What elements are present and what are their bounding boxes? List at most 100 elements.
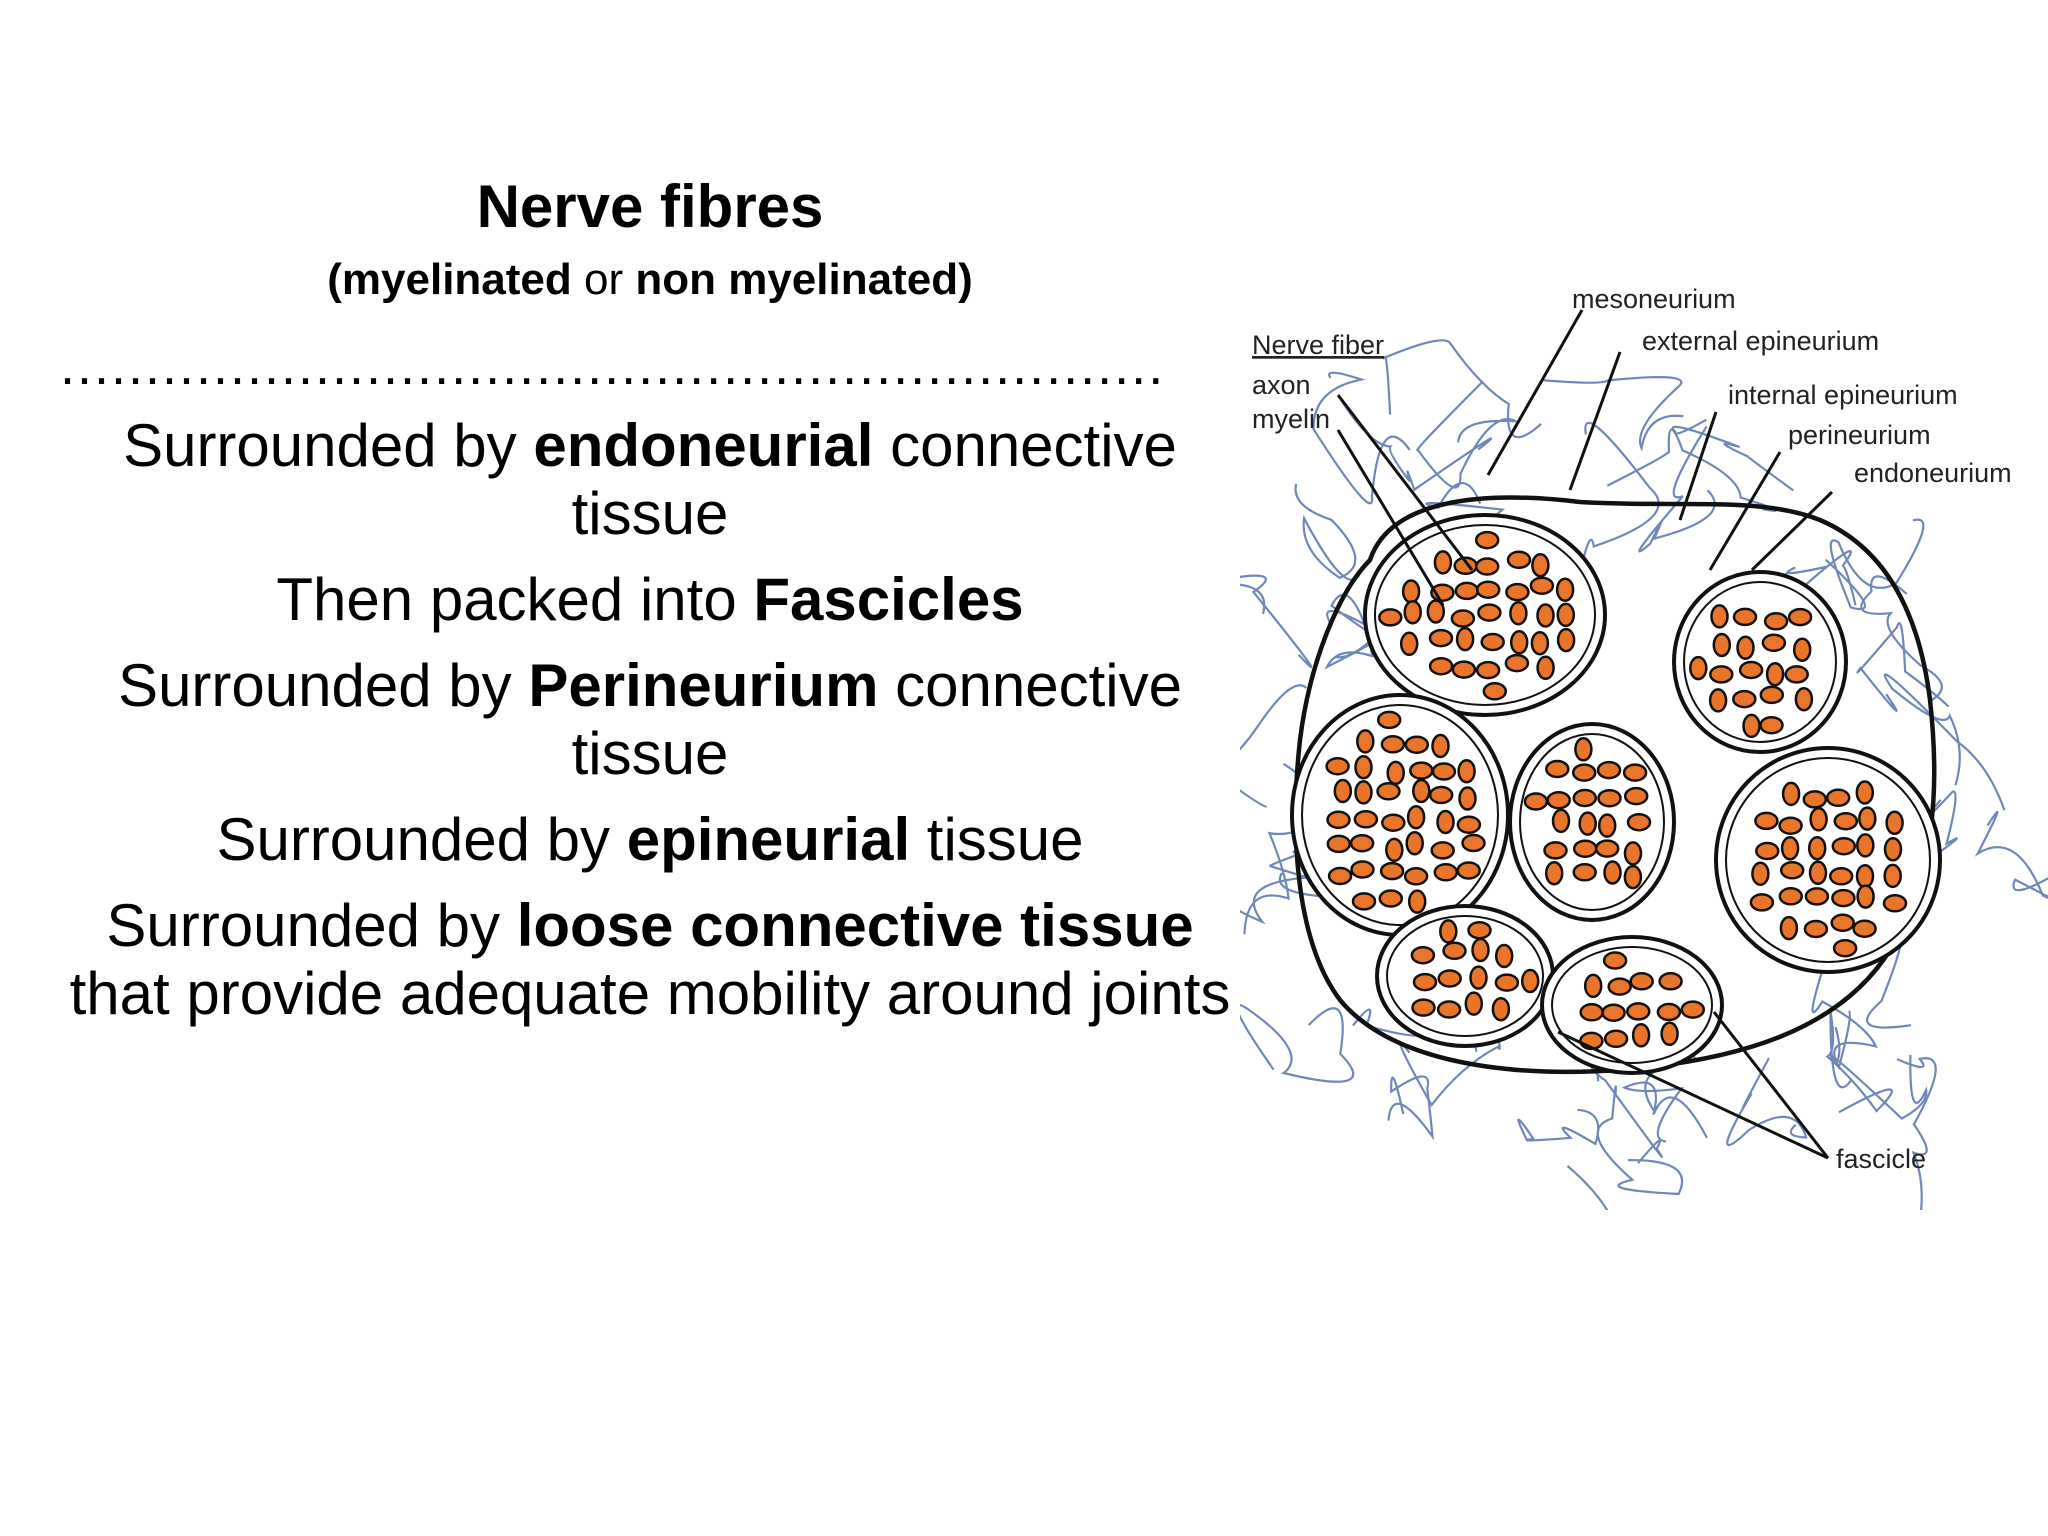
axon xyxy=(1809,807,1828,832)
loose-tissue-fiber xyxy=(1830,1026,1928,1120)
loose-tissue-fiber xyxy=(1416,380,1517,489)
axon xyxy=(1578,811,1597,836)
axon xyxy=(1858,806,1877,831)
axon xyxy=(1464,991,1484,1016)
axon xyxy=(1803,919,1829,939)
leader-lines xyxy=(1336,309,1834,1160)
axon xyxy=(1660,1021,1679,1047)
axon xyxy=(1882,894,1908,913)
line-keyword: Fascicles xyxy=(753,566,1024,633)
axon xyxy=(1571,763,1597,782)
fascicle xyxy=(1375,904,1555,1048)
axon xyxy=(1765,661,1785,687)
axon xyxy=(1555,577,1575,602)
axon xyxy=(1482,682,1508,701)
axon xyxy=(1403,599,1422,625)
axon xyxy=(1409,761,1434,780)
axon xyxy=(1596,760,1622,780)
axon xyxy=(1602,951,1628,970)
axon xyxy=(1430,841,1455,860)
subtitle-open: ( xyxy=(327,255,342,304)
axon xyxy=(1450,609,1476,628)
axon xyxy=(1509,630,1529,655)
loose-tissue-fiber xyxy=(1517,1108,1600,1146)
nerve-diagram-svg: Nerve fiber axon myelin mesoneurium exte… xyxy=(1122,284,2048,1267)
label-perineurium: perineurium xyxy=(1788,420,1931,450)
axon xyxy=(1523,792,1549,811)
axon xyxy=(1457,758,1476,784)
axon xyxy=(1428,656,1454,676)
fascicle-inner-ring xyxy=(1519,733,1665,911)
axon xyxy=(1356,729,1375,754)
axon xyxy=(1852,919,1877,938)
line-keyword: Perineurium xyxy=(528,652,879,719)
axon xyxy=(1607,977,1632,996)
label-internal-epineurium: internal epineurium xyxy=(1728,380,1958,410)
leader-axon xyxy=(1336,394,1474,571)
axon xyxy=(1579,1003,1604,1022)
axon xyxy=(1759,715,1784,735)
axon xyxy=(1689,655,1708,681)
axon xyxy=(1556,602,1576,628)
axon xyxy=(1830,913,1855,933)
axon xyxy=(1436,809,1455,835)
loose-tissue-fiber xyxy=(1122,768,1267,864)
fascicle xyxy=(1672,570,1848,754)
axon xyxy=(1401,579,1421,604)
axon xyxy=(1475,580,1501,599)
axon xyxy=(1475,660,1501,680)
subtitle-myelinated: myelinated xyxy=(341,255,572,304)
axon xyxy=(1855,863,1875,889)
axon xyxy=(1736,635,1755,660)
loose-tissue-fiber xyxy=(1158,482,1266,615)
label-fascicle: fascicle xyxy=(1836,1144,1926,1174)
axon xyxy=(1754,811,1779,831)
axon xyxy=(1403,867,1429,886)
axon xyxy=(1477,603,1502,622)
axon xyxy=(1833,811,1859,831)
line-epineurial: Surrounded by epineurial tissue xyxy=(60,806,1240,874)
axon xyxy=(1708,688,1728,713)
axon xyxy=(1378,889,1404,908)
fascicle xyxy=(1290,693,1510,937)
line-text: Surrounded by xyxy=(216,806,627,873)
label-mesoneurium: mesoneurium xyxy=(1572,284,1736,314)
line-text: Then packed into xyxy=(276,566,754,633)
axon xyxy=(1439,919,1458,944)
loose-tissue-fiber xyxy=(1566,1165,1655,1267)
fascicle xyxy=(1363,513,1607,717)
axon xyxy=(1349,833,1375,853)
axon xyxy=(1437,969,1462,988)
axon xyxy=(1825,788,1851,808)
slide-text: Nerve fibres (myelinated or non myelinat… xyxy=(60,168,1240,1028)
axon xyxy=(1458,786,1477,811)
axon xyxy=(1380,735,1406,754)
loose-tissue-fiber xyxy=(1824,518,1925,611)
axon xyxy=(1751,861,1770,886)
axon xyxy=(1680,1000,1706,1019)
leader-endoneurium xyxy=(1750,490,1834,572)
axon xyxy=(1792,637,1812,662)
nerve-cross-section-diagram: Nerve fiber axon myelin mesoneurium exte… xyxy=(1122,270,2048,1267)
axon xyxy=(1779,915,1799,941)
loose-tissue-fiber xyxy=(1860,575,1943,702)
axon xyxy=(1831,836,1857,856)
axon xyxy=(1574,737,1593,762)
axon xyxy=(1386,760,1405,786)
axon xyxy=(1712,632,1732,658)
axon xyxy=(1546,790,1571,810)
axon xyxy=(1412,778,1431,804)
axon xyxy=(1656,1002,1682,1022)
loose-tissue-fiber xyxy=(1726,1057,1808,1147)
loose-tissue-fiber xyxy=(1638,425,1716,553)
axon xyxy=(1480,632,1505,652)
loose-tissue-fiber xyxy=(1541,376,1684,452)
slide-title: Nerve fibres xyxy=(476,173,824,240)
leader-external-epineurium xyxy=(1568,351,1622,491)
axon xyxy=(1405,830,1424,856)
axon xyxy=(1351,892,1377,911)
axon xyxy=(1658,972,1683,991)
perineurium-ring xyxy=(1714,746,1942,974)
fascicle-inner-ring xyxy=(1551,946,1713,1064)
loose-tissue-fiber xyxy=(1596,1085,1684,1196)
